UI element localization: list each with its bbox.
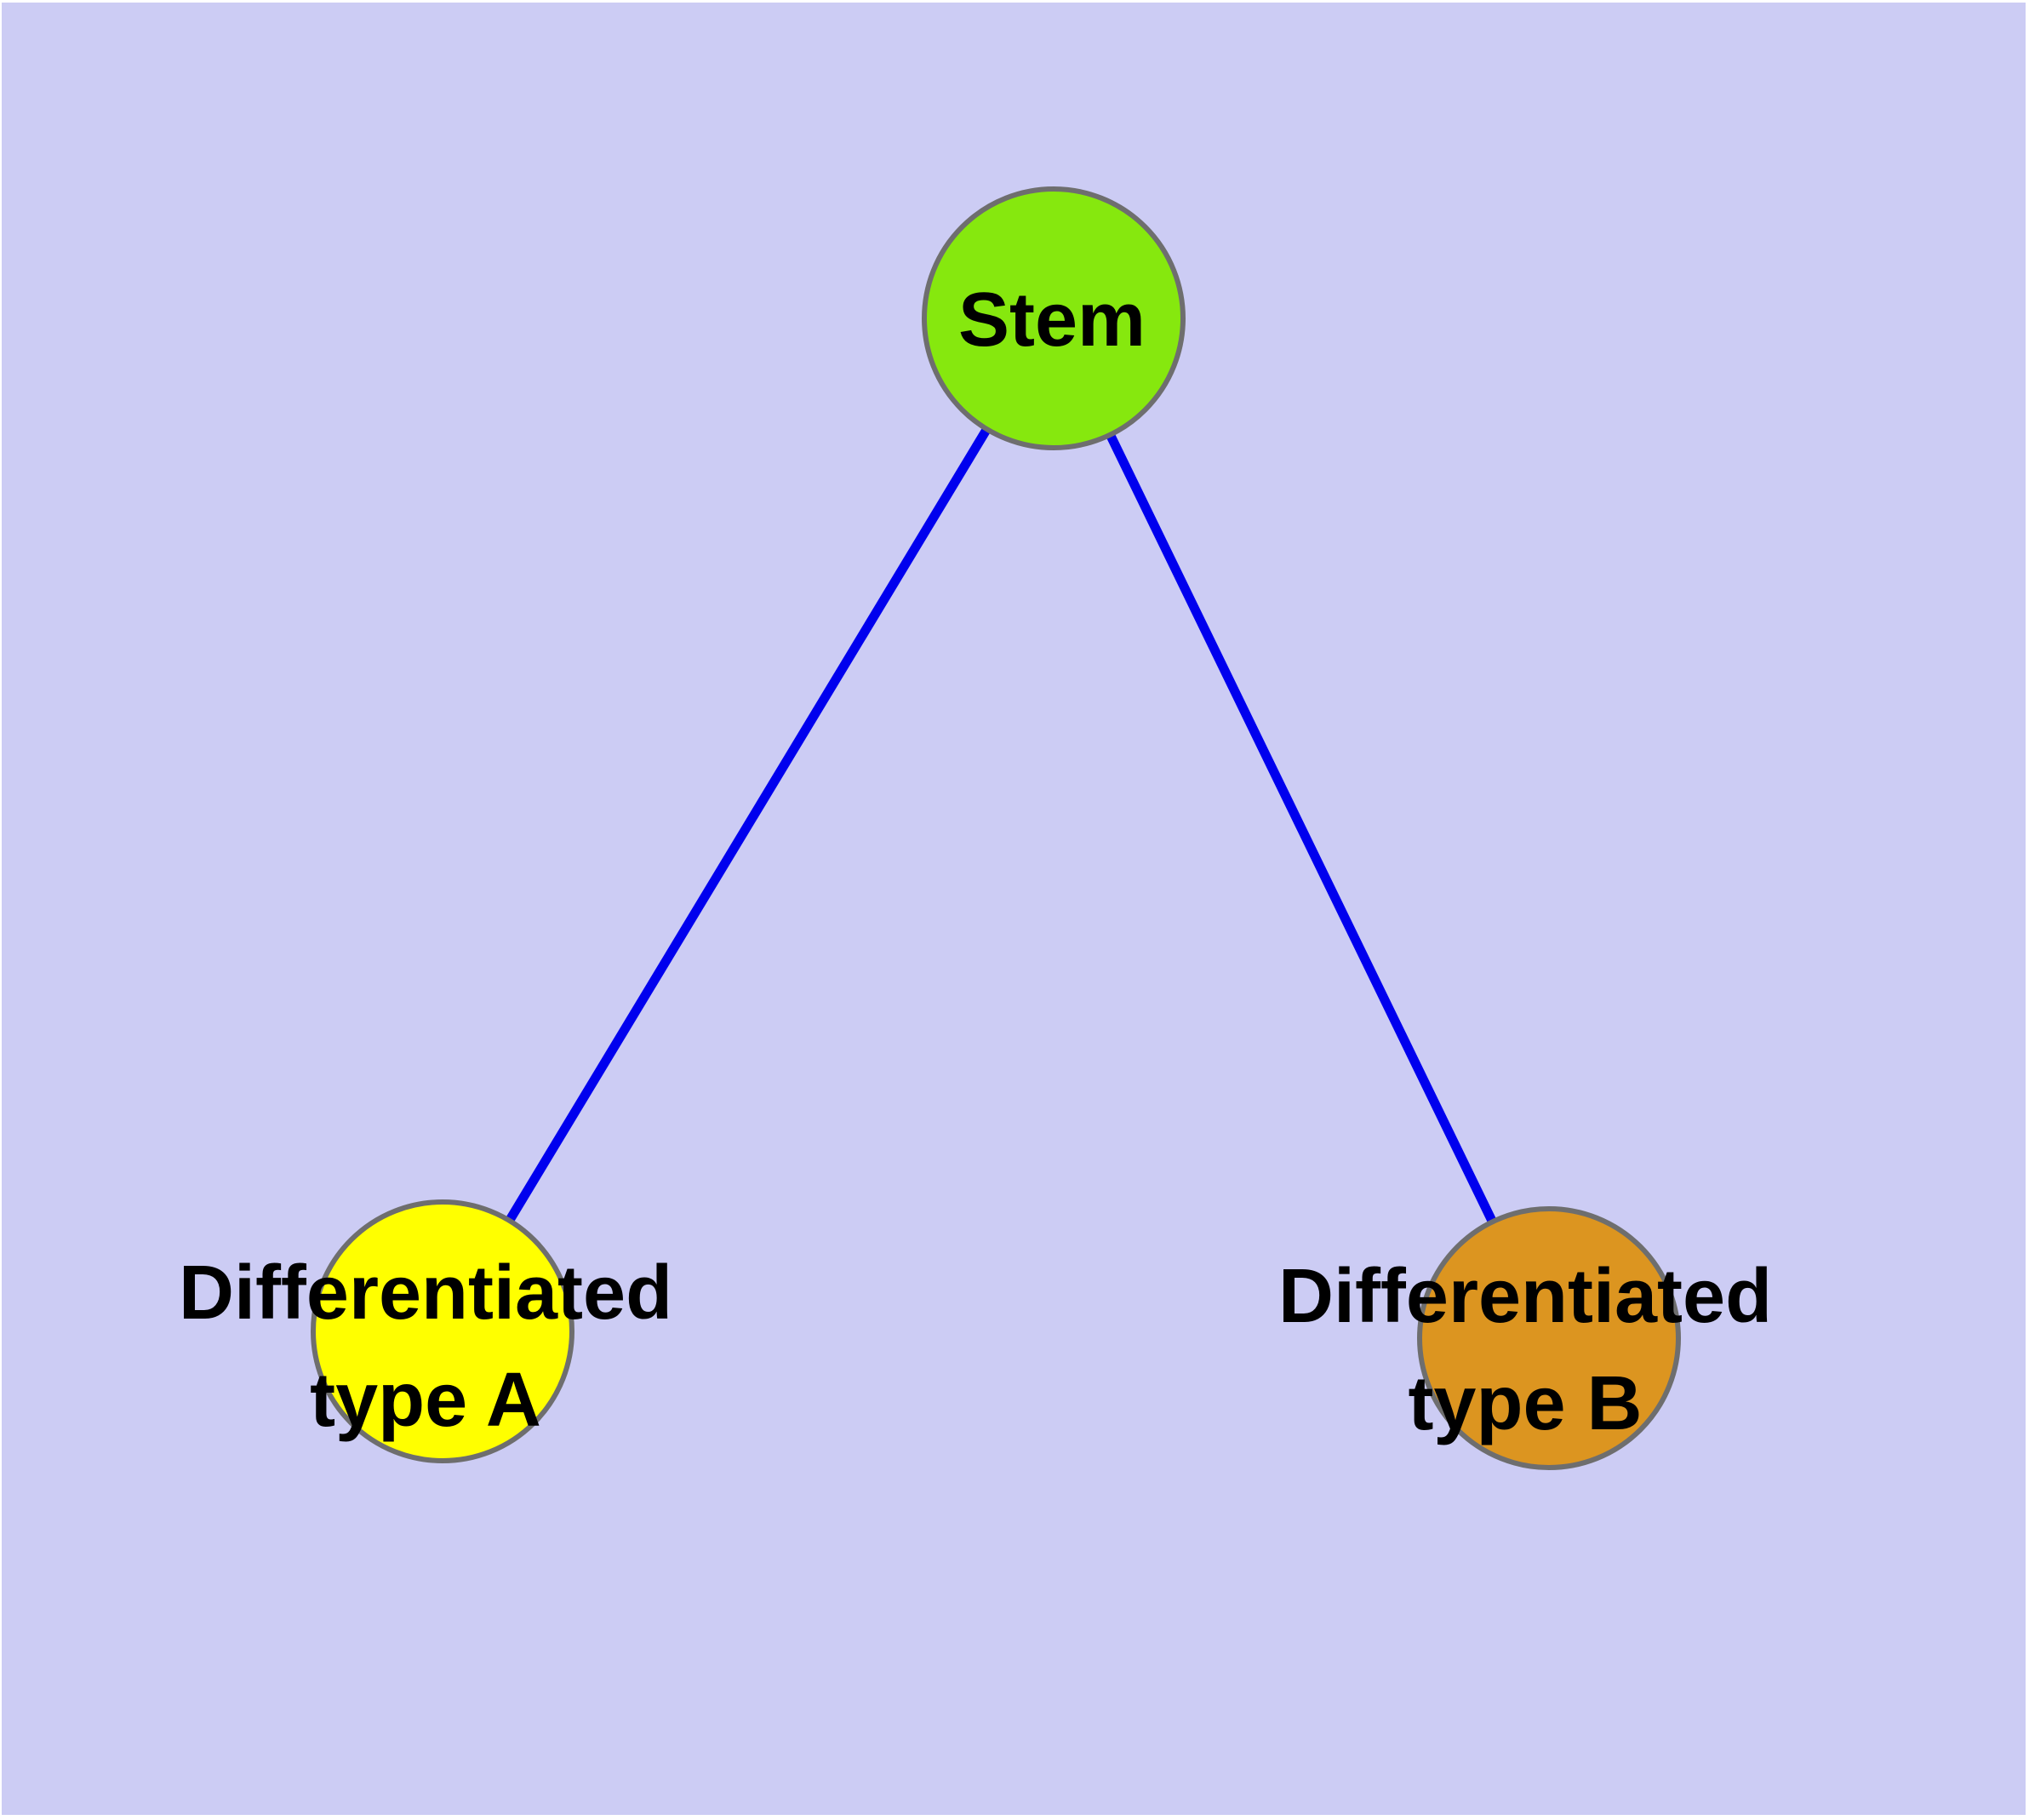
node-type-a-label-line1: Differentiated — [178, 1251, 673, 1336]
node-type-b-label-line1: Differentiated — [1277, 1254, 1773, 1339]
node-type-a-label: Differentiated type A — [179, 1239, 672, 1454]
edge-stem-to-type-b — [1049, 316, 1553, 1341]
node-type-a-circle — [311, 1199, 574, 1463]
edge-stem-to-type-a — [438, 316, 1058, 1334]
node-type-a-label-line2: type A — [310, 1358, 541, 1443]
node-type-b-label-line2: type B — [1408, 1361, 1643, 1446]
node-type-b-circle — [1417, 1206, 1681, 1470]
node-type-b-label: Differentiated type B — [1278, 1243, 1772, 1457]
node-stem-label: Stem — [957, 278, 1146, 363]
node-stem-circle — [922, 186, 1186, 450]
